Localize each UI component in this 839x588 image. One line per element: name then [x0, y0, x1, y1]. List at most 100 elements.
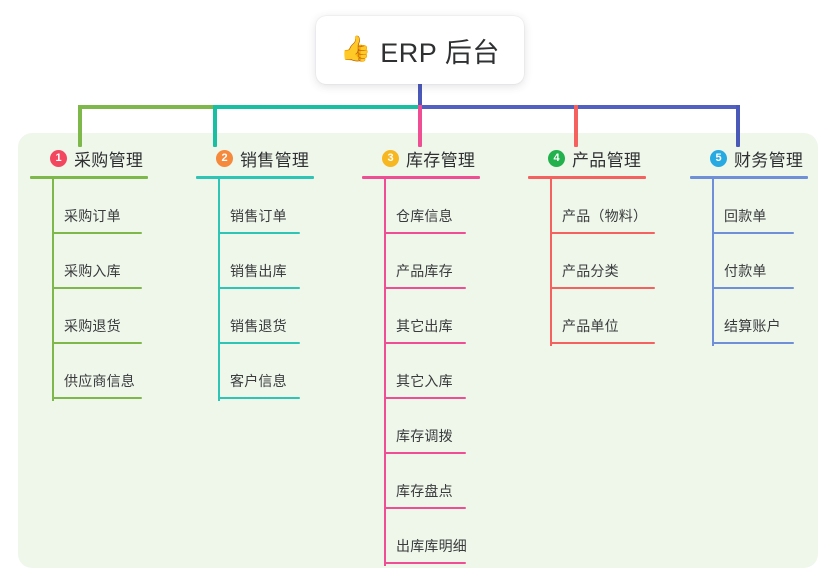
connector-drop-inventory: [418, 105, 422, 147]
branch-title: 销售管理: [240, 150, 310, 170]
branch-item-label: 仓库信息: [396, 208, 453, 224]
branch-item-label: 库存调拨: [396, 428, 453, 444]
connector-drop-finance: [736, 105, 740, 147]
branch-item-underline: [384, 342, 466, 344]
branch-item-label: 其它入库: [396, 373, 453, 389]
root-node-label: ERP 后台: [380, 37, 500, 68]
diagram-canvas: [18, 133, 818, 568]
connector-drop-sales: [213, 105, 217, 147]
branch-item-underline: [712, 232, 794, 234]
branch-header-sales-management[interactable]: 2 销售管理: [196, 145, 314, 171]
branch-item[interactable]: 销售退货: [196, 289, 314, 344]
branch-item-underline: [218, 287, 300, 289]
branch-item-underline: [218, 232, 300, 234]
branch-item[interactable]: 出库库明细: [362, 509, 480, 564]
branch-item[interactable]: 结算账户: [690, 289, 808, 344]
branch-item[interactable]: 供应商信息: [30, 344, 148, 399]
branch-items-inventory-management: 仓库信息产品库存其它出库其它入库库存调拨库存盘点出库库明细: [362, 179, 480, 566]
branch-item-label: 产品库存: [396, 263, 453, 279]
branch-item-underline: [52, 232, 142, 234]
branch-item[interactable]: 仓库信息: [362, 179, 480, 234]
branch-item[interactable]: 销售订单: [196, 179, 314, 234]
branch-sales-management[interactable]: 2 销售管理销售订单销售出库销售退货客户信息: [196, 145, 314, 401]
branch-spine: [218, 179, 220, 401]
branch-item[interactable]: 付款单: [690, 234, 808, 289]
branch-item[interactable]: 产品分类: [528, 234, 655, 289]
branch-spine: [384, 179, 386, 566]
branch-item-underline: [384, 507, 466, 509]
branch-item-underline: [550, 342, 655, 344]
branch-item-label: 出库库明细: [396, 538, 467, 554]
branch-item-label: 产品（物料）: [562, 208, 648, 224]
branch-item-label: 其它出库: [396, 318, 453, 334]
branch-item[interactable]: 采购订单: [30, 179, 148, 234]
branch-item[interactable]: 产品库存: [362, 234, 480, 289]
branch-header-finance-management[interactable]: 5 财务管理: [690, 145, 808, 171]
branch-items-finance-management: 回款单付款单结算账户: [690, 179, 808, 346]
root-connector-stem: [418, 84, 422, 108]
branch-title: 产品管理: [572, 150, 642, 170]
branch-item-label: 采购订单: [64, 208, 121, 224]
branch-underline: [528, 176, 646, 179]
branch-header-product-management[interactable]: 4 产品管理: [528, 145, 646, 171]
branch-item-label: 库存盘点: [396, 483, 453, 499]
branch-underline: [690, 176, 808, 179]
branch-item-label: 回款单: [724, 208, 767, 224]
branch-item[interactable]: 产品单位: [528, 289, 655, 344]
branch-items-product-management: 产品（物料） 产品分类产品单位: [528, 179, 655, 346]
branch-item[interactable]: 产品（物料）: [528, 179, 655, 234]
branch-item-label: 客户信息: [230, 373, 287, 389]
branch-underline: [196, 176, 314, 179]
branch-item-underline: [52, 287, 142, 289]
branch-item[interactable]: 库存调拨: [362, 399, 480, 454]
branch-spine: [550, 179, 552, 346]
branch-title: 财务管理: [734, 150, 804, 170]
branch-item-underline: [712, 342, 794, 344]
branch-item-underline: [384, 232, 466, 234]
branch-item[interactable]: 其它入库: [362, 344, 480, 399]
branch-underline: [30, 176, 148, 179]
branch-item[interactable]: 回款单: [690, 179, 808, 234]
branch-item[interactable]: 采购入库: [30, 234, 148, 289]
branch-item[interactable]: 销售出库: [196, 234, 314, 289]
branch-index-badge: 1: [50, 149, 67, 167]
connector-segment-green: [78, 105, 213, 109]
branch-item[interactable]: 库存盘点: [362, 454, 480, 509]
branch-item-underline: [52, 342, 142, 344]
branch-item-label: 产品分类: [562, 263, 619, 279]
branch-item-underline: [218, 342, 300, 344]
branch-finance-management[interactable]: 5 财务管理回款单付款单结算账户: [690, 145, 808, 346]
branch-item[interactable]: 其它出库: [362, 289, 480, 344]
branch-item-label: 采购退货: [64, 318, 121, 334]
branch-item[interactable]: 采购退货: [30, 289, 148, 344]
branch-inventory-management[interactable]: 3 库存管理仓库信息产品库存其它出库其它入库库存调拨库存盘点出库库明细: [362, 145, 480, 566]
branch-item-underline: [52, 397, 142, 399]
branch-item-underline: [550, 287, 655, 289]
branch-item-underline: [384, 397, 466, 399]
branch-spine: [52, 179, 54, 401]
thumbs-up-icon: 👍: [340, 35, 372, 63]
branch-item-label: 付款单: [724, 263, 767, 279]
root-node-erp-backend[interactable]: 👍 ERP 后台: [316, 16, 524, 84]
connector-drop-purchase: [78, 105, 82, 147]
branch-header-inventory-management[interactable]: 3 库存管理: [362, 145, 480, 171]
branch-item-underline: [218, 397, 300, 399]
connector-drop-product: [574, 105, 578, 147]
branch-index-badge: 3: [382, 149, 399, 167]
branch-product-management[interactable]: 4 产品管理产品（物料） 产品分类产品单位: [528, 145, 655, 346]
branch-index-badge: 5: [710, 149, 727, 167]
branch-item[interactable]: 客户信息: [196, 344, 314, 399]
branch-title: 库存管理: [406, 150, 476, 170]
branch-item-underline: [550, 232, 655, 234]
branch-index-badge: 4: [548, 149, 565, 167]
branch-item-label: 销售出库: [230, 263, 287, 279]
branch-item-label: 采购入库: [64, 263, 121, 279]
branch-index-badge: 2: [216, 149, 233, 167]
connector-segment-indigo: [420, 105, 738, 109]
branch-item-underline: [712, 287, 794, 289]
branch-item-label: 供应商信息: [64, 373, 135, 389]
branch-spine: [712, 179, 714, 346]
connector-segment-teal: [213, 105, 420, 109]
